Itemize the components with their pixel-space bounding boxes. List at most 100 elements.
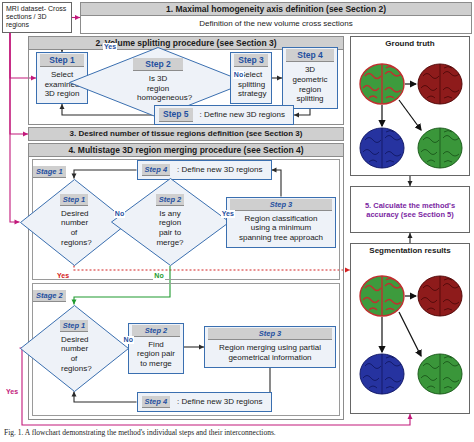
node-text: Region merging using partial geometrical… [208, 340, 332, 365]
connector-line [10, 33, 20, 222]
node-title: Step 1 [60, 320, 89, 332]
brain-arrow [399, 312, 421, 356]
connector-line [74, 170, 137, 179]
node-text: 3D geometric region splitting [286, 62, 334, 106]
process-box: Step 4: Define new 3D regions [137, 392, 272, 412]
node-title: Step 3 [234, 54, 268, 67]
section-panel: 2. Volume splitting procedure (see Secti… [28, 36, 344, 125]
brain-arrow [405, 83, 416, 84]
brain-arrow [399, 100, 421, 130]
decision-diamond: Step 1Desired number of regions? [20, 305, 129, 392]
connector [272, 76, 282, 81]
node-text: : Define new 3D regions [173, 394, 266, 410]
arrowhead [60, 104, 65, 109]
connector-line [272, 170, 282, 197]
image-panel: Segmentation results [350, 243, 470, 414]
diamond-shape [111, 179, 229, 266]
decision-diamond: Step 2Is any region pair to merge? [111, 178, 230, 266]
connector-line [10, 33, 28, 134]
process-box: Step 3Region merging using partial geome… [204, 326, 336, 368]
node-title: 1. Maximal homogeneity axis definition (… [81, 3, 471, 16]
result-box: 5. Calculate the method's accuracy (see … [350, 186, 470, 233]
connector [10, 33, 28, 137]
node-text: Definition of the new volume cross secti… [81, 16, 471, 32]
node-title: Ground truth [351, 37, 469, 49]
node-text: Desired number of regions? [57, 206, 91, 250]
connector [72, 170, 137, 179]
arrowhead [408, 233, 413, 238]
connector [72, 392, 137, 403]
image-panel: Ground truth [350, 36, 470, 176]
node-title: Step 2 [132, 325, 180, 337]
node-text: Is any region pair to merge? [151, 206, 189, 250]
arrowhead [408, 414, 413, 419]
arrowhead [15, 220, 20, 225]
node-title: Step 4 [142, 164, 171, 176]
node-title: 5. Calculate the method's accuracy (see … [355, 201, 465, 219]
node-title: MRI dataset- Cross sections / 3D regions [6, 5, 68, 29]
connector-line [74, 266, 350, 271]
stage-panel: Stage 1Step 4: Define new 3D regionsStep… [32, 159, 340, 280]
connector [408, 176, 413, 186]
node-title: Step 2 [133, 58, 183, 71]
diamond-text: Step 2Is 3D region homogeneous? [133, 58, 183, 106]
connector [10, 33, 20, 225]
diamond-text: Step 2Is any region pair to merge? [151, 194, 189, 250]
edge-label: Yes [221, 210, 235, 218]
node-title: Step 4 [142, 396, 171, 408]
connector [72, 15, 80, 20]
node-text: Is 3D region homogeneous? [133, 71, 183, 106]
arrowhead [72, 174, 77, 179]
node-title: Step 3 [230, 199, 332, 211]
connector [272, 168, 282, 197]
edge-label: Yes [56, 272, 70, 280]
edge-label: No [114, 210, 125, 218]
node-title: Segmentation results [351, 244, 469, 256]
edge-label: No [123, 336, 134, 344]
process-box: Step 2Find region pair to merge [128, 323, 184, 374]
node-title: 4. Multistage 3D region merging procedur… [29, 144, 343, 157]
arrowhead [72, 392, 77, 397]
edge-label: No [233, 71, 244, 79]
stage-panel: Stage 2Step 1Desired number of regions?S… [32, 283, 340, 416]
node-title: Step 1 [40, 54, 84, 67]
segmentation-brains [360, 276, 462, 394]
edge-label: No [153, 272, 164, 280]
diamond-text: Step 1Desired number of regions? [57, 194, 91, 250]
arrowhead [272, 168, 277, 173]
node-text: Find region pair to merge [132, 337, 180, 372]
node-title: Step 2 [156, 194, 185, 206]
connector [72, 266, 171, 305]
arrowhead [72, 300, 77, 305]
connector [74, 266, 350, 273]
node-title: Stage 2 [33, 290, 66, 302]
process-box: Step 4: Define new 3D regions [137, 160, 272, 180]
diamond-text: Step 1Desired number of regions? [57, 320, 91, 376]
node-title: Stage 1 [33, 166, 66, 178]
node-text: : Define new 3D regions [173, 162, 266, 178]
node-title: Step 5 [159, 108, 193, 121]
connector [294, 109, 310, 118]
node-text: : Define new 3D regions [196, 107, 289, 123]
diamond-shape [20, 305, 128, 391]
section-panel: 1. Maximal homogeneity axis definition (… [80, 2, 472, 34]
data-source-box: MRI dataset- Cross sections / 3D regions [2, 2, 72, 33]
node-title: Step 3 [208, 328, 332, 340]
node-text: Desired number of regions? [57, 332, 91, 376]
figure-caption: Fig. 1. A flowchart demonstrating the me… [4, 429, 276, 437]
node-text: Region classification using a minimum sp… [230, 211, 332, 246]
edge-label: Yes [5, 388, 19, 396]
brain-arrow [381, 317, 382, 352]
ground-truth-brains [360, 64, 462, 168]
node-title: 3. Desired number of tissue regions defi… [33, 129, 339, 139]
brain-arrow [381, 105, 382, 126]
process-box: Step 3Region classification using a mini… [226, 197, 336, 248]
connector [184, 345, 204, 350]
node-title: Step 4 [286, 49, 334, 62]
node-title: Step 1 [60, 194, 89, 206]
process-box: Step 43D geometric region splitting [282, 47, 338, 109]
edge-label: Yes [103, 43, 117, 51]
process-box: Step 5: Define new 3D regions [154, 105, 294, 125]
section-bar: 3. Desired number of tissue regions defi… [28, 127, 344, 141]
